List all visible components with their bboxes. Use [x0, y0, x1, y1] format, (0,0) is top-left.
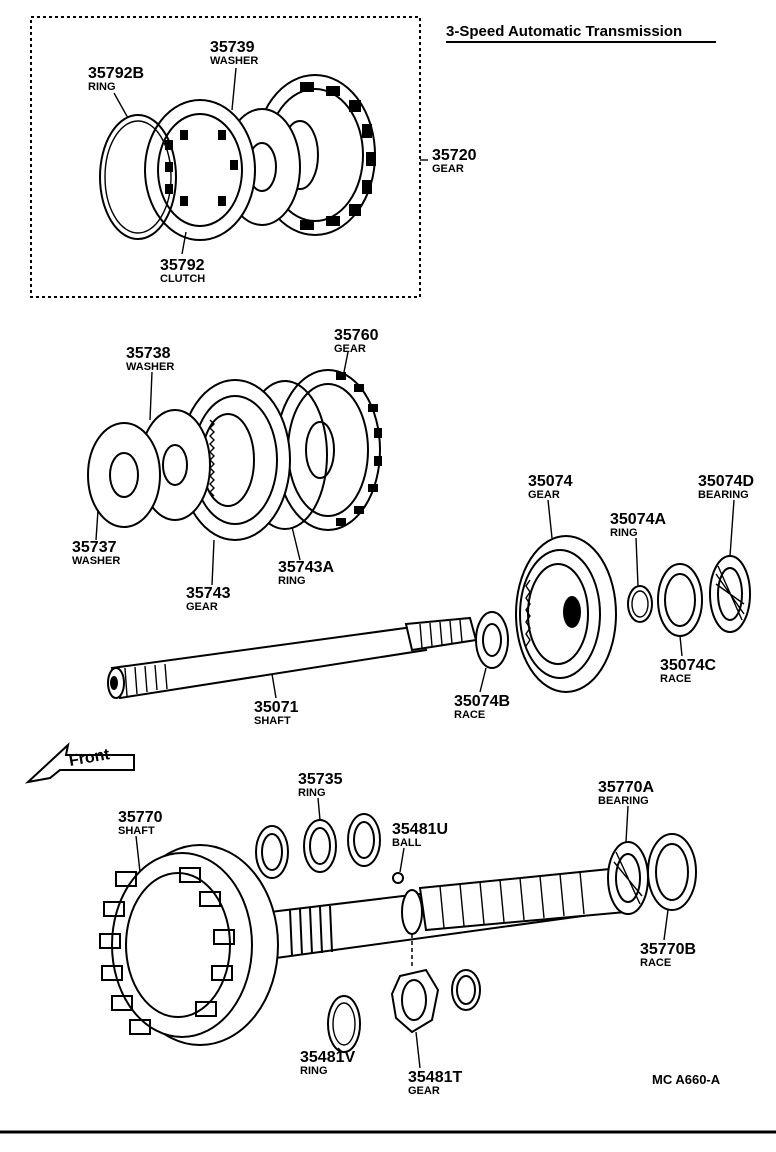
part-name-35792: CLUTCH: [160, 273, 205, 285]
leader-35739: [231, 67, 237, 111]
part-number-35738: 35738: [126, 345, 171, 362]
leader-35770a: [625, 805, 629, 843]
leader-35074b: [479, 667, 487, 693]
part-name-35074d: BEARING: [698, 489, 749, 501]
part-number-35735: 35735: [298, 771, 343, 788]
leader-35770: [135, 835, 141, 873]
race-35770b-drawing: [647, 833, 697, 911]
part-number-35760: 35760: [334, 327, 379, 344]
ring-35792b-drawing: [99, 114, 177, 240]
leader-35074a: [635, 537, 639, 587]
ring-35481v-drawing: [327, 995, 361, 1053]
washer-35737-drawing: [87, 422, 161, 528]
part-number-35770: 35770: [118, 809, 163, 826]
part-name-35074a: RING: [610, 527, 638, 539]
part-name-35720: GEAR: [432, 163, 464, 175]
leader-35481t: [415, 1031, 421, 1069]
gear-35074-drawing: [515, 535, 617, 693]
part-name-35743a: RING: [278, 575, 306, 587]
leader-35735: [317, 797, 321, 821]
shaft-35071-drawing: [107, 616, 478, 700]
part-name-35792b: RING: [88, 81, 116, 93]
part-name-35737: WASHER: [72, 555, 120, 567]
part-number-35074: 35074: [528, 473, 573, 490]
part-name-35481t: GEAR: [408, 1085, 440, 1097]
part-number-35720: 35720: [432, 147, 477, 164]
part-number-35792b: 35792B: [88, 65, 144, 82]
leader-35071: [271, 673, 277, 699]
ring-35074a-drawing: [627, 585, 653, 623]
front-arrow: Front: [24, 742, 135, 784]
ring-35735-drawing: [255, 813, 381, 879]
leader-35738: [149, 371, 153, 421]
diagram-title: 3-Speed Automatic Transmission: [446, 23, 682, 40]
race-35074b-drawing: [475, 611, 509, 669]
part-number-35737: 35737: [72, 539, 117, 556]
ring-35481t-side-drawing: [451, 969, 481, 1011]
part-name-35071: SHAFT: [254, 715, 291, 727]
leader-35792: [181, 231, 187, 255]
drum-35770-drawing: [99, 844, 279, 1046]
bearing-35770a-drawing: [607, 841, 649, 915]
part-number-35481t: 35481T: [408, 1069, 462, 1086]
part-number-35074d: 35074D: [698, 473, 754, 490]
part-number-35743: 35743: [186, 585, 231, 602]
clutch-35792-drawing: [144, 99, 256, 241]
part-number-35074c: 35074C: [660, 657, 716, 674]
gear-35760-drawing: [275, 369, 382, 531]
leader-35074d: [729, 499, 735, 557]
part-number-35481v: 35481V: [300, 1049, 355, 1066]
shaft-35770-drawing: [268, 866, 628, 960]
leader-35743: [211, 539, 215, 586]
part-number-35792: 35792: [160, 257, 205, 274]
part-name-35735: RING: [298, 787, 326, 799]
part-number-35770a: 35770A: [598, 779, 654, 796]
gear-35481t-drawing: [390, 968, 440, 1034]
front-label: Front: [68, 746, 112, 770]
part-name-35074c: RACE: [660, 673, 691, 685]
part-name-35074: GEAR: [528, 489, 560, 501]
part-number-35743a: 35743A: [278, 559, 334, 576]
group-box: [30, 16, 421, 298]
part-number-35770b: 35770B: [640, 941, 696, 958]
part-name-35481v: RING: [300, 1065, 328, 1077]
leader-35481v: [337, 1047, 343, 1053]
leader-35737: [95, 509, 99, 541]
leader-35792b: [113, 92, 129, 119]
bearing-35074d-drawing: [709, 555, 751, 633]
leader-35074c: [679, 635, 683, 657]
leader-35481u: [399, 847, 405, 873]
part-number-35074b: 35074B: [454, 693, 510, 710]
part-name-35481u: BALL: [392, 837, 422, 849]
part-number-35481u: 35481U: [392, 821, 448, 838]
part-name-35739: WASHER: [210, 55, 258, 67]
diagram-code: MC A660-A: [652, 1072, 721, 1087]
part-name-35074b: RACE: [454, 709, 485, 721]
leader-35743a: [291, 526, 301, 561]
part-name-35760: GEAR: [334, 343, 366, 355]
part-name-35770b: RACE: [640, 957, 671, 969]
part-number-35071: 35071: [254, 699, 299, 716]
part-name-35770: SHAFT: [118, 825, 155, 837]
part-name-35770a: BEARING: [598, 795, 649, 807]
part-number-35074a: 35074A: [610, 511, 666, 528]
part-name-35738: WASHER: [126, 361, 174, 373]
race-35074c-drawing: [657, 563, 703, 637]
leader-35074: [547, 499, 553, 539]
leader-35760: [343, 351, 349, 373]
leader-35770b: [663, 909, 669, 941]
part-name-35743: GEAR: [186, 601, 218, 613]
ball-35481u-drawing: [392, 872, 404, 884]
part-number-35739: 35739: [210, 39, 255, 56]
